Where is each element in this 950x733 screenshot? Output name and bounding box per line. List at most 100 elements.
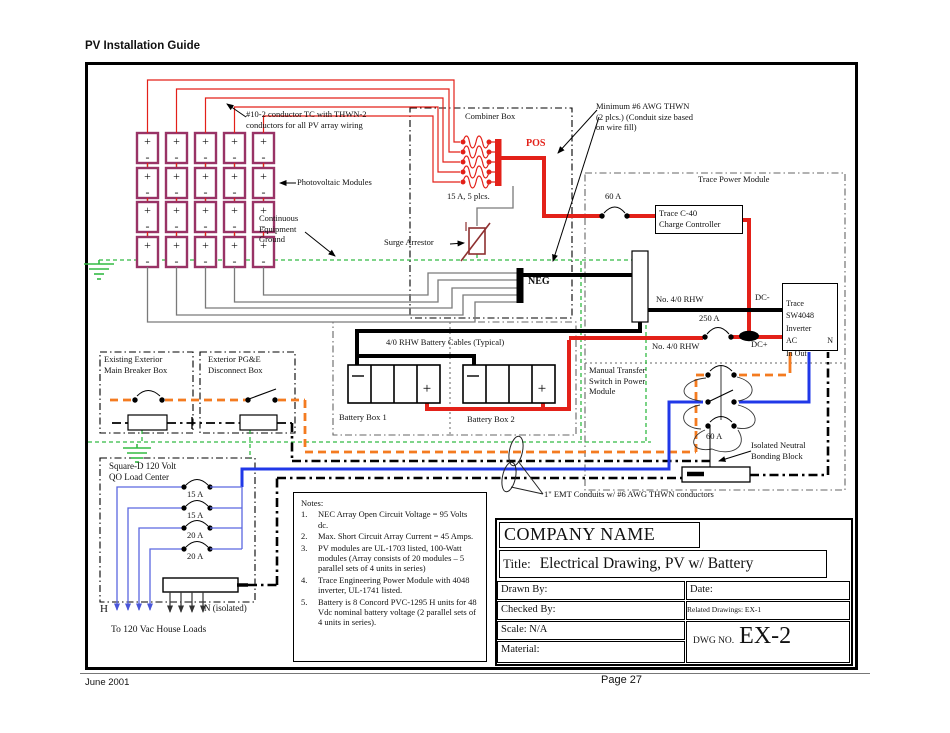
notes-box: Notes: 1.NEC Array Open Circuit Voltage … bbox=[293, 492, 487, 662]
inverter-n-label: N bbox=[827, 336, 833, 345]
svg-text:-: - bbox=[204, 150, 208, 164]
pge-disconnect-label: Exterior PG&E Disconnect Box bbox=[208, 354, 263, 375]
svg-text:-: - bbox=[175, 185, 179, 199]
pv-string-wires bbox=[146, 79, 460, 183]
note-item: 5.Battery is 8 Concord PVC-1295 H units … bbox=[301, 596, 477, 628]
drawn-by-field: Drawn By: bbox=[497, 581, 685, 600]
svg-text:-: - bbox=[262, 254, 266, 268]
trace-power-module-outline bbox=[584, 172, 846, 491]
svg-text:-: - bbox=[175, 150, 179, 164]
svg-text:-: - bbox=[262, 219, 266, 233]
svg-text:+: + bbox=[144, 134, 151, 148]
main-breaker-label: Existing Exterior Main Breaker Box bbox=[104, 354, 168, 375]
pv-return-wire bbox=[262, 267, 517, 296]
drawing-title: Title: Electrical Drawing, PV w/ Battery bbox=[499, 550, 827, 578]
svg-text:-: - bbox=[233, 254, 237, 268]
neg-label: NEG bbox=[528, 276, 550, 287]
combiner-box-outline bbox=[409, 107, 573, 319]
pv-string-wire bbox=[262, 115, 460, 183]
emt-conduit-label: 1" EMT Conduits w/ #6 AWG THWN conductor… bbox=[544, 489, 714, 499]
neg-busbar bbox=[516, 268, 524, 303]
fuse-icon bbox=[462, 155, 490, 169]
related-drawings-field: Related Drawings: EX-1 bbox=[686, 601, 850, 620]
battery1-pos-terminal: + bbox=[423, 381, 431, 397]
title-value: Electrical Drawing, PV w/ Battery bbox=[539, 555, 754, 572]
note-item: 3.PV modules are UL-1703 listed, 100-Wat… bbox=[301, 542, 465, 574]
svg-text:+: + bbox=[231, 238, 238, 252]
svg-text:+: + bbox=[173, 134, 180, 148]
svg-text:-: - bbox=[204, 185, 208, 199]
pv-return-wire bbox=[233, 267, 517, 303]
note-item: 2.Max. Short Circuit Array Current = 45 … bbox=[301, 531, 474, 542]
conduit-ellipse-icon bbox=[501, 435, 544, 495]
breaker-60a-label: 60 A bbox=[605, 191, 622, 201]
svg-text:+: + bbox=[231, 203, 238, 217]
fuse-250a-label: 250 A bbox=[699, 313, 720, 323]
continuous-ground-label: Continuous Equipment Ground bbox=[259, 213, 299, 244]
checked-by-field: Checked By: bbox=[497, 601, 685, 620]
fuse-icon bbox=[462, 175, 490, 189]
neutral-isolated-label: N (isolated) bbox=[204, 603, 247, 613]
dwg-label: DWG NO. bbox=[693, 636, 735, 646]
svg-text:+: + bbox=[173, 238, 180, 252]
fuse-icon bbox=[462, 135, 490, 149]
battery-box2-label: Battery Box 2 bbox=[467, 414, 515, 424]
ground-icon bbox=[123, 444, 151, 463]
pv-array: +-+-+-+-+-+-+-+-+-+-+-+-+-+-+-+-+-+-+-+- bbox=[135, 131, 276, 269]
svg-text:-: - bbox=[233, 150, 237, 164]
svg-text:+: + bbox=[231, 169, 238, 183]
pv-negative-wires bbox=[146, 267, 517, 323]
svg-text:-: - bbox=[262, 150, 266, 164]
fuse-icon bbox=[462, 145, 490, 159]
battery2-pos-terminal: + bbox=[538, 381, 546, 397]
surge-arrestor-label: Surge Arrestor bbox=[384, 237, 434, 247]
main-breaker-box-outline bbox=[99, 351, 194, 434]
dc-plus-label: DC+ bbox=[751, 339, 768, 349]
min-awg-note: Minimum #6 AWG THWN (2 plcs.) (Conduit s… bbox=[596, 101, 694, 132]
svg-text:+: + bbox=[260, 238, 267, 252]
title-block: COMPANY NAME Title: Electrical Drawing, … bbox=[495, 518, 853, 666]
pv-string-wire bbox=[204, 97, 460, 163]
date-field: Date: bbox=[686, 581, 850, 600]
svg-text:+: + bbox=[202, 134, 209, 148]
transfer-blade bbox=[707, 389, 734, 403]
title-label: Title: bbox=[503, 556, 531, 571]
pv-return-wire bbox=[204, 267, 517, 309]
breaker-label: 15 A bbox=[187, 510, 204, 520]
service-switches bbox=[132, 388, 278, 403]
pv-modules-label: Photovoltaic Modules bbox=[297, 177, 372, 187]
charge-controller-box: Trace C-40 Charge Controller bbox=[655, 205, 743, 234]
footer-page-number: Page 27 bbox=[601, 674, 642, 686]
bonding-block bbox=[681, 466, 751, 483]
svg-text:+: + bbox=[202, 203, 209, 217]
inverter-label: Trace SW4048 Inverter AC In Out bbox=[786, 298, 814, 358]
rhw-top-label: No. 4/0 RHW bbox=[656, 294, 704, 304]
page-title: PV Installation Guide bbox=[85, 40, 201, 52]
svg-text:-: - bbox=[146, 254, 150, 268]
scale-field: Scale: N/A bbox=[497, 621, 685, 640]
svg-text:-: - bbox=[146, 185, 150, 199]
dc-shunt bbox=[739, 330, 759, 342]
ac-in-wiring bbox=[110, 352, 792, 454]
house-loads-label: To 120 Vac House Loads bbox=[111, 625, 207, 635]
ground-icon bbox=[84, 260, 114, 280]
svg-text:+: + bbox=[144, 238, 151, 252]
footer-date: June 2001 bbox=[85, 677, 130, 688]
svg-text:+: + bbox=[144, 169, 151, 183]
disconnect-blade bbox=[248, 388, 277, 400]
main-breaker-neutral-block bbox=[127, 414, 168, 431]
company-name: COMPANY NAME bbox=[499, 522, 700, 548]
pos-busbar bbox=[495, 139, 502, 186]
svg-text:-: - bbox=[175, 254, 179, 268]
svg-text:-: - bbox=[204, 254, 208, 268]
pge-disconnect-box-outline bbox=[199, 351, 296, 434]
svg-text:+: + bbox=[173, 203, 180, 217]
battery-cables-label: 4/0 RHW Battery Cables (Typical) bbox=[386, 337, 505, 347]
svg-text:+: + bbox=[173, 169, 180, 183]
breaker-label: 20 A bbox=[187, 551, 204, 561]
dc-terminal-block bbox=[631, 250, 649, 323]
svg-text:+: + bbox=[260, 134, 267, 148]
pv-return-wire bbox=[175, 267, 517, 316]
combiner-fuses bbox=[460, 135, 495, 189]
